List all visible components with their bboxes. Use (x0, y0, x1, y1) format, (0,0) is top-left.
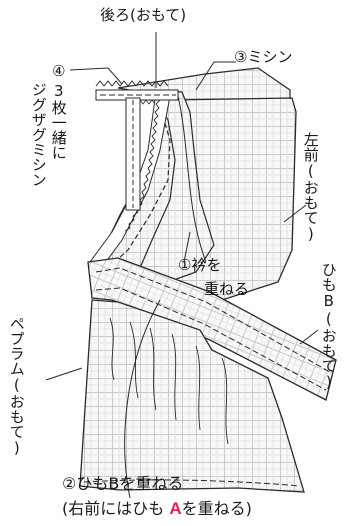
tie-b-strap (87, 257, 337, 401)
peplum-hem-stitch (83, 479, 301, 487)
label-peplum: ペプラム(おもて) (7, 316, 26, 457)
peplum-panel (79, 299, 305, 493)
collar-fold-line (177, 95, 207, 263)
note-accent-a: A (169, 499, 182, 518)
neckline-stitch (107, 99, 171, 269)
tie-stitch-line (95, 267, 331, 373)
note-suffix: を重ねる) (181, 499, 252, 518)
label-step4-line2: ジグザグミシン (29, 82, 48, 187)
label-step3-machine-stitch: ③ミシン (234, 48, 293, 66)
leader-tie-b (299, 329, 319, 345)
leader-collar (183, 231, 191, 263)
label-right-front-note: (右前にはひも Aを重ねる) (62, 500, 252, 518)
label-step2: ②ひもBを重ねる (62, 474, 184, 493)
label-tie-b: ひもB(おもて) (319, 262, 338, 391)
collar-piece (139, 89, 215, 283)
leader-step4 (69, 67, 123, 85)
tie-stitch-line-lower (95, 287, 327, 391)
leader-peplum (45, 367, 83, 381)
label-back-face: 後ろ(おもて) (100, 6, 187, 24)
label-left-front: 左前(おもて) (301, 132, 320, 243)
label-step4-line1: 3枚一緒に (49, 82, 68, 160)
label-step4-number: ④ (49, 62, 68, 80)
leader-step3 (195, 61, 236, 91)
leader-step2 (124, 299, 161, 499)
vertical-allowance-strip (125, 97, 141, 211)
label-step1-line2: 重ねる (204, 280, 250, 298)
leader-left-front (283, 204, 307, 223)
note-prefix: (右前にはひも (62, 499, 170, 518)
label-step1-line1: ①衿を (178, 256, 222, 274)
